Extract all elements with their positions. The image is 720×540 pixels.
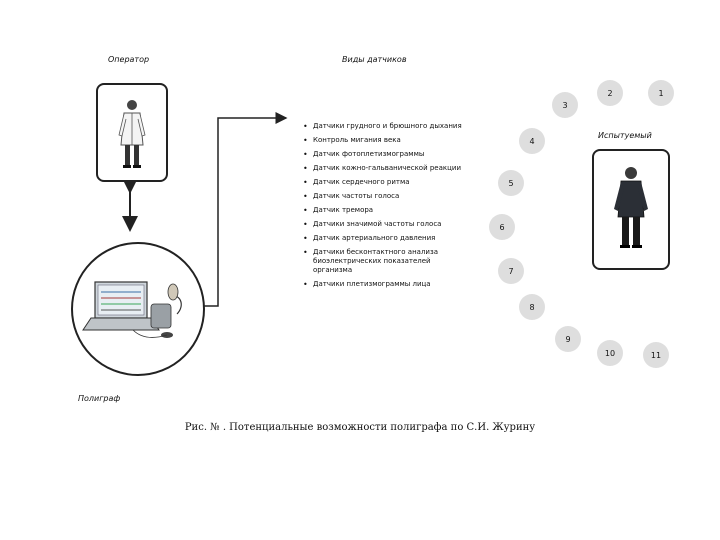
polygraph-sensors-arrow: [201, 112, 288, 307]
sensor-item: Датчик кожно-гальванической реакции: [303, 164, 463, 173]
sensor-item: Датчик артериального давления: [303, 234, 463, 243]
sensor-item: Датчик тремора: [303, 206, 463, 215]
subject-box: [592, 149, 670, 270]
sensor-item: Датчики плетизмограммы лица: [303, 280, 463, 289]
sensor-number-circle: 1: [648, 80, 674, 106]
sensor-number-circle: 10: [597, 340, 623, 366]
sensor-number-circle: 8: [519, 294, 545, 320]
sensor-number-circle: 11: [643, 342, 669, 368]
sensor-item: Контроль мигания века: [303, 136, 463, 145]
sensor-item: Датчики бесконтактного анализа биоэлектр…: [303, 248, 463, 275]
operator-label: Оператор: [108, 55, 150, 64]
sensor-number-circle: 3: [552, 92, 578, 118]
sensor-number-circle: 6: [489, 214, 515, 240]
sensor-item: Датчик частоты голоса: [303, 192, 463, 201]
polygraph-circle: [71, 242, 205, 376]
sensor-item: Датчик сердечного ритма: [303, 178, 463, 187]
sensor-item: Датчики значимой частоты голоса: [303, 220, 463, 229]
subject-figure: [614, 167, 648, 248]
figure-caption: Рис. № . Потенциальные возможности полиг…: [184, 422, 536, 433]
sensor-item: Датчик фотоплетизмограммы: [303, 150, 463, 159]
polygraph-device-image: [82, 281, 182, 338]
sensor-number-circle: 2: [597, 80, 623, 106]
sensor-number-circle: 9: [555, 326, 581, 352]
polygraph-label: Полиграф: [78, 394, 121, 403]
sensor-number-circle: 4: [519, 128, 545, 154]
operator-box: [96, 83, 168, 182]
sensor-list: Датчики грудного и брюшного дыхания Конт…: [303, 122, 463, 294]
operator-figure: [118, 100, 146, 168]
subject-label: Испытуемый: [598, 131, 652, 140]
sensor-item: Датчики грудного и брюшного дыхания: [303, 122, 463, 131]
sensor-number-circle: 7: [498, 258, 524, 284]
sensor-types-label: Виды датчиков: [342, 55, 407, 64]
sensor-number-circle: 5: [498, 170, 524, 196]
